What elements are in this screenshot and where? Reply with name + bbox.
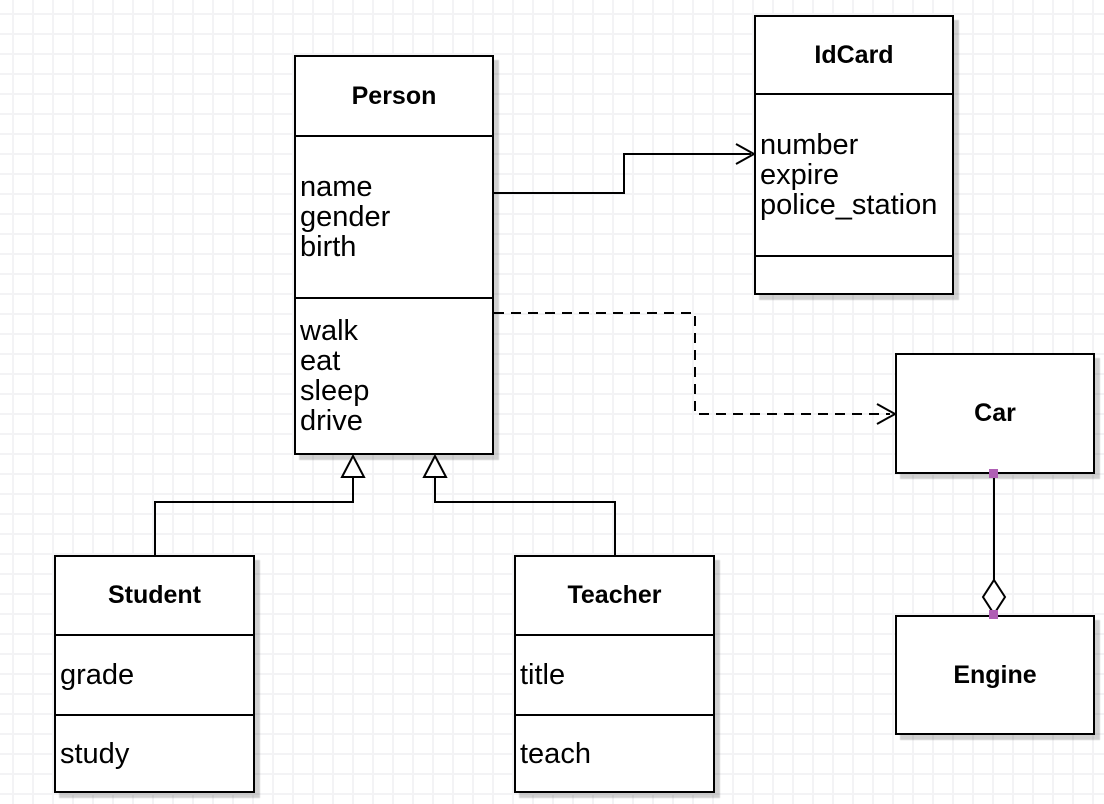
class-person-attributes: name gender birth <box>296 135 492 297</box>
method-item: teach <box>520 737 591 770</box>
class-idcard[interactable]: IdCard number expire police_station <box>754 15 954 295</box>
open-arrowhead-icon <box>876 403 898 425</box>
attribute-item: number <box>760 129 859 161</box>
attribute-item: title <box>520 659 566 691</box>
attribute-item: name <box>300 171 373 203</box>
class-idcard-methods-empty <box>756 255 952 293</box>
method-item: study <box>60 737 130 770</box>
class-student-methods: study <box>56 714 253 791</box>
hollow-triangle-icon <box>340 453 366 478</box>
class-teacher-attributes: title <box>516 634 713 714</box>
edge-car-engine-aggregation[interactable] <box>981 469 1007 619</box>
edge-student-person-generalization[interactable] <box>154 453 366 555</box>
class-student[interactable]: Student grade study <box>54 555 255 793</box>
class-person[interactable]: Person name gender birth walk eat sleep … <box>294 55 494 455</box>
edge-person-car-dependency[interactable] <box>494 312 898 425</box>
attribute-item: police_station <box>760 189 938 221</box>
connection-point-marker[interactable] <box>989 610 998 619</box>
attribute-item: expire <box>760 159 839 191</box>
hollow-diamond-icon <box>981 578 1007 616</box>
method-item: sleep <box>300 375 370 407</box>
hollow-triangle-icon <box>422 453 448 478</box>
class-student-title: Student <box>107 581 202 609</box>
class-engine[interactable]: Engine <box>895 615 1095 735</box>
attribute-item: grade <box>60 659 135 691</box>
edge-person-idcard-association[interactable] <box>494 143 757 194</box>
class-teacher-title: Teacher <box>567 581 662 609</box>
method-item: drive <box>300 405 363 437</box>
attribute-item: gender <box>300 201 391 233</box>
class-person-title: Person <box>351 81 437 110</box>
class-engine-title: Engine <box>953 660 1037 689</box>
class-teacher-methods: teach <box>516 714 713 791</box>
class-car[interactable]: Car <box>895 353 1095 474</box>
edge-teacher-person-generalization[interactable] <box>422 453 616 555</box>
connection-point-marker[interactable] <box>989 469 998 478</box>
class-idcard-attributes: number expire police_station <box>756 93 952 255</box>
method-item: eat <box>300 345 341 377</box>
class-car-title: Car <box>974 399 1016 427</box>
attribute-item: birth <box>300 231 357 263</box>
class-student-attributes: grade <box>56 634 253 714</box>
class-person-methods: walk eat sleep drive <box>296 297 492 453</box>
class-idcard-title: IdCard <box>814 40 894 69</box>
method-item: walk <box>300 315 359 347</box>
open-arrowhead-icon <box>735 143 757 165</box>
class-teacher[interactable]: Teacher title teach <box>514 555 715 793</box>
